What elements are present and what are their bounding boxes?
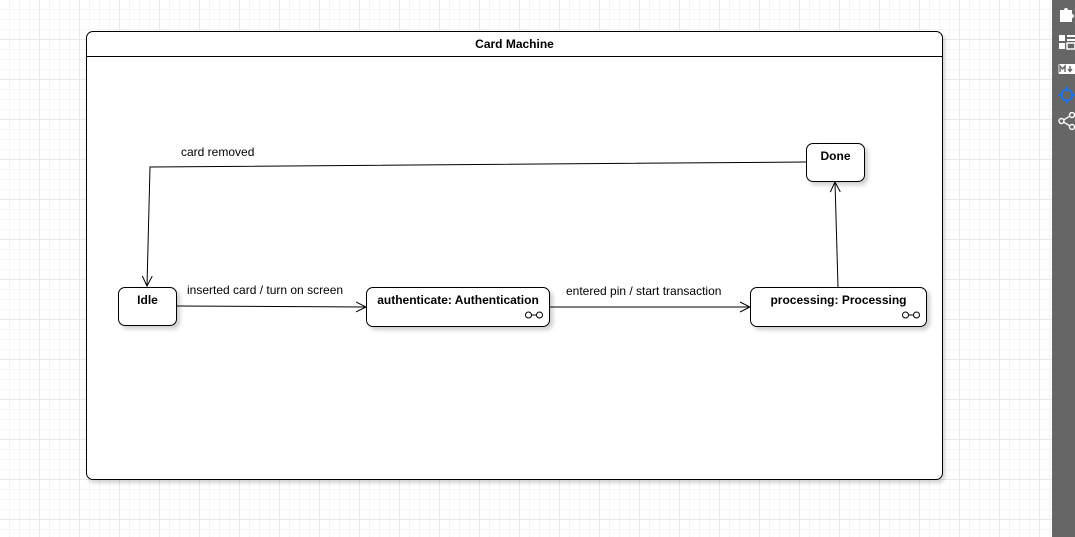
state-authenticate[interactable]: authenticate: Authentication — [366, 287, 550, 327]
puzzle-icon[interactable] — [1058, 4, 1075, 22]
state-done[interactable]: Done — [806, 143, 865, 182]
edge-processing-done — [835, 182, 838, 288]
state-idle[interactable]: Idle — [118, 287, 177, 326]
transition-label-inserted-card[interactable]: inserted card / turn on screen — [187, 283, 344, 297]
markdown-icon[interactable] — [1058, 60, 1075, 78]
state-machine-frame[interactable]: Card Machine — [86, 31, 943, 480]
frame-title: Card Machine — [87, 32, 942, 57]
state-processing[interactable]: processing: Processing — [750, 287, 927, 327]
edge-card-removed — [147, 161, 807, 286]
edge-inserted-card — [176, 306, 366, 307]
right-toolbar — [1052, 0, 1075, 537]
layout-icon[interactable] — [1058, 33, 1075, 51]
share-icon[interactable] — [1058, 112, 1075, 130]
submachine-icon — [525, 311, 543, 319]
transition-label-entered-pin[interactable]: entered pin / start transaction — [566, 284, 722, 298]
transition-label-card-removed[interactable]: card removed — [181, 145, 255, 159]
transition-edges — [0, 161, 1052, 537]
state-done-label: Done — [820, 149, 851, 163]
crosshair-icon[interactable] — [1058, 86, 1075, 104]
diagram-canvas[interactable]: Card Machine card removed inserted card … — [0, 0, 1052, 537]
state-processing-label: processing: Processing — [770, 293, 907, 307]
submachine-icon — [902, 311, 920, 319]
state-idle-label: Idle — [137, 293, 158, 307]
state-authenticate-label: authenticate: Authentication — [377, 293, 539, 307]
